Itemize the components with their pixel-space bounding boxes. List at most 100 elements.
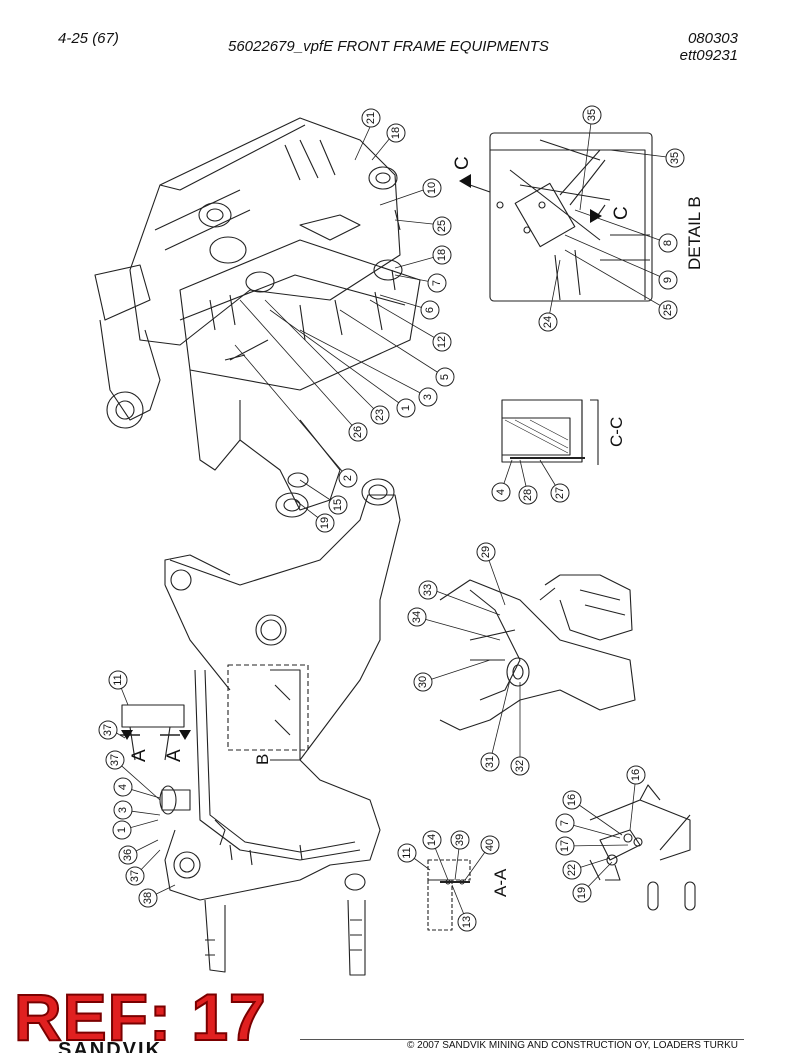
cut-c-label-right: C [611,206,632,220]
balloon-number: 29 [480,546,492,558]
balloon-detail-b-9: 9 [658,270,678,290]
balloon-lower-left-37: 37 [125,866,145,886]
balloon-middle-right-32: 32 [510,756,530,776]
detail-b-marker: B [253,754,272,765]
balloon-number: 32 [514,760,526,772]
balloon-number: 27 [554,487,566,499]
balloon-section-aa-13: 13 [457,912,477,932]
balloon-number: 24 [542,316,554,328]
balloon-number: 25 [436,220,448,232]
balloon-number: 37 [102,724,114,736]
balloon-number: 8 [662,240,674,246]
balloon-top-25: 25 [432,216,452,236]
balloon-top-3: 3 [418,387,438,407]
section-aa-view [427,859,471,931]
balloon-top-21: 21 [361,108,381,128]
balloon-top-5: 5 [435,367,455,387]
balloon-lower-right-17: 17 [555,836,575,856]
balloon-number: 19 [319,517,331,529]
balloon-number: 28 [522,489,534,501]
balloon-number: 16 [566,794,578,806]
document-date: 080303 [687,30,738,47]
balloon-number: 18 [436,249,448,261]
balloon-number: 18 [390,127,402,139]
balloon-middle-right-29: 29 [476,542,496,562]
balloon-number: 31 [484,756,496,768]
balloon-top-6: 6 [420,300,440,320]
cut-a-label-left: A [129,749,150,762]
balloon-lower-right-16: 16 [562,790,582,810]
balloon-lower-left-38: 38 [138,888,158,908]
boom-mount-detail [439,574,636,731]
balloon-middle-right-30: 30 [413,672,433,692]
footer-divider [300,1039,744,1040]
balloon-lower-right-7: 7 [555,813,575,833]
balloon-number: 40 [484,839,496,851]
balloon-number: 9 [662,277,674,283]
balloon-number: 7 [559,820,571,826]
section-cc-label: C-C [607,417,626,447]
reference-stamp: REF: 17 [13,980,267,1054]
document-title: 56022679_vpfE FRONT FRAME EQUIPMENTS [228,38,549,55]
brand-logo: SANDVIK [58,1040,163,1053]
balloon-detail-b-24: 24 [538,312,558,332]
balloon-section-aa-40: 40 [480,835,500,855]
balloon-number: 35 [586,109,598,121]
balloon-top-7: 7 [427,273,447,293]
balloon-number: 26 [352,426,364,438]
balloon-number: 37 [129,870,141,882]
balloon-section-cc-4: 4 [491,482,511,502]
balloon-top-26: 26 [348,422,368,442]
balloon-middle-right-31: 31 [480,752,500,772]
hose-clamp-detail [589,784,696,911]
section-cc-view [501,399,599,465]
balloon-lower-right-16: 16 [626,765,646,785]
balloon-number: 16 [630,769,642,781]
balloon-top-10: 10 [422,178,442,198]
balloon-section-cc-28: 28 [518,485,538,505]
balloon-number: 12 [436,336,448,348]
balloon-number: 6 [424,307,436,313]
balloon-number: 1 [116,827,128,833]
balloon-number: 17 [559,840,571,852]
page-reference: 4-25 (67) [58,30,119,47]
balloon-number: 23 [374,409,386,421]
balloon-top-2: 2 [338,468,358,488]
document-code: ett09231 [679,47,738,64]
balloon-number: 21 [365,112,377,124]
balloon-section-aa-11: 11 [397,843,417,863]
balloon-number: 35 [669,152,681,164]
balloon-number: 15 [332,499,344,511]
balloon-number: 19 [576,887,588,899]
balloon-number: 11 [112,674,124,685]
balloon-lower-left-37: 37 [98,720,118,740]
balloon-number: 5 [439,374,451,380]
balloon-top-12: 12 [432,332,452,352]
balloon-number: 33 [422,584,434,596]
detail-b-label: DETAIL B [685,196,704,270]
balloon-number: 14 [426,834,438,846]
balloon-middle-right-34: 34 [407,607,427,627]
balloon-lower-left-3: 3 [113,800,133,820]
balloon-top-23: 23 [370,405,390,425]
balloon-middle-right-33: 33 [418,580,438,600]
balloon-number: 13 [461,916,473,928]
balloon-top-18: 18 [386,123,406,143]
detail-b-view [469,132,653,302]
cut-a-label-right: A [164,749,185,762]
balloon-top-1: 1 [396,398,416,418]
balloon-number: 30 [417,676,429,688]
balloon-number: 7 [431,280,443,286]
copyright-notice: © 2007 SANDVIK MINING AND CONSTRUCTION O… [407,1040,738,1051]
balloon-top-19: 19 [315,513,335,533]
balloon-section-aa-14: 14 [422,830,442,850]
balloon-lower-right-19: 19 [572,883,592,903]
boom-side-view [120,478,401,976]
balloon-number: 3 [117,807,129,813]
balloon-lower-left-1: 1 [112,820,132,840]
section-aa-label: A-A [491,868,510,897]
balloon-number: 2 [342,475,354,481]
balloon-lower-left-37: 37 [105,750,125,770]
